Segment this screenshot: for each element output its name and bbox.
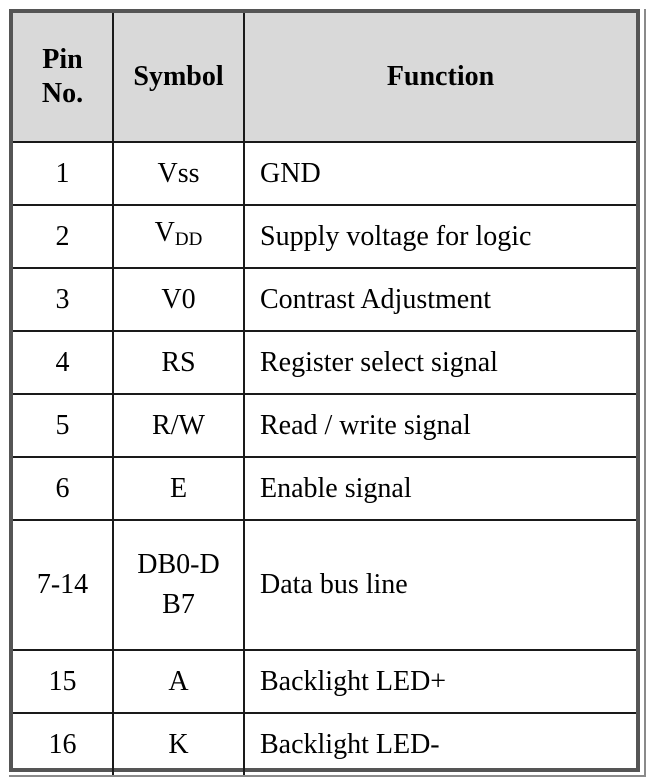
symbol-text: K <box>168 728 189 760</box>
pin-symbol: R/W <box>112 393 245 458</box>
pin-number: 4 <box>13 330 114 395</box>
pin-symbol: V0 <box>112 267 245 332</box>
pin-symbol: E <box>112 456 245 521</box>
table-row: 6 E Enable signal <box>13 456 636 521</box>
pin-symbol: K <box>112 712 245 775</box>
symbol-text: A <box>168 665 189 697</box>
table-row: 5 R/W Read / write signal <box>13 393 636 458</box>
pin-symbol: RS <box>112 330 245 395</box>
pin-function: Backlight LED- <box>243 712 636 775</box>
symbol-text: V <box>154 217 175 248</box>
pin-number: 6 <box>13 456 114 521</box>
header-row: Pin No. Symbol Function <box>13 13 636 143</box>
pin-symbol: Vss <box>112 141 245 206</box>
pin-function: Supply voltage for logic <box>243 204 636 269</box>
pin-function: Read / write signal <box>243 393 636 458</box>
pin-number: 5 <box>13 393 114 458</box>
header-pin-no-label: Pin No. <box>41 44 84 109</box>
symbol-subscript: DD <box>174 229 203 250</box>
table-shadow <box>9 9 646 777</box>
header-symbol: Symbol <box>112 13 245 143</box>
symbol-text: E <box>169 472 188 504</box>
pin-number: 2 <box>13 204 114 269</box>
symbol-text: RS <box>161 346 196 378</box>
pin-symbol: VDD <box>112 204 245 269</box>
pin-number: 15 <box>13 649 114 714</box>
pin-number: 1 <box>13 141 114 206</box>
symbol-text: Vss <box>157 157 200 189</box>
pin-assignment-table: Pin No. Symbol Function 1 Vss GND 2 VDD … <box>13 13 636 775</box>
pin-symbol: A <box>112 649 245 714</box>
symbol-text: R/W <box>152 409 205 441</box>
table-row: 16 K Backlight LED- <box>13 712 636 775</box>
pin-function: Register select signal <box>243 330 636 395</box>
pin-function: Backlight LED+ <box>243 649 636 714</box>
table-row: 7-14 DB0-DB7 Data bus line <box>13 519 636 651</box>
table-row: 15 A Backlight LED+ <box>13 649 636 714</box>
pin-symbol: DB0-DB7 <box>112 519 245 651</box>
symbol-text: V0 <box>161 283 196 315</box>
table-row: 1 Vss GND <box>13 141 636 206</box>
symbol-text: DB0-DB7 <box>137 549 220 620</box>
pin-function: Data bus line <box>243 519 636 651</box>
table-row: 3 V0 Contrast Adjustment <box>13 267 636 332</box>
header-function: Function <box>243 13 636 143</box>
pin-number: 3 <box>13 267 114 332</box>
pin-number: 7-14 <box>13 519 114 651</box>
header-pin-no: Pin No. <box>13 13 114 143</box>
pin-number: 16 <box>13 712 114 775</box>
pin-function: Enable signal <box>243 456 636 521</box>
pin-function: GND <box>243 141 636 206</box>
pin-function: Contrast Adjustment <box>243 267 636 332</box>
table-row: 4 RS Register select signal <box>13 330 636 395</box>
table-row: 2 VDD Supply voltage for logic <box>13 204 636 269</box>
